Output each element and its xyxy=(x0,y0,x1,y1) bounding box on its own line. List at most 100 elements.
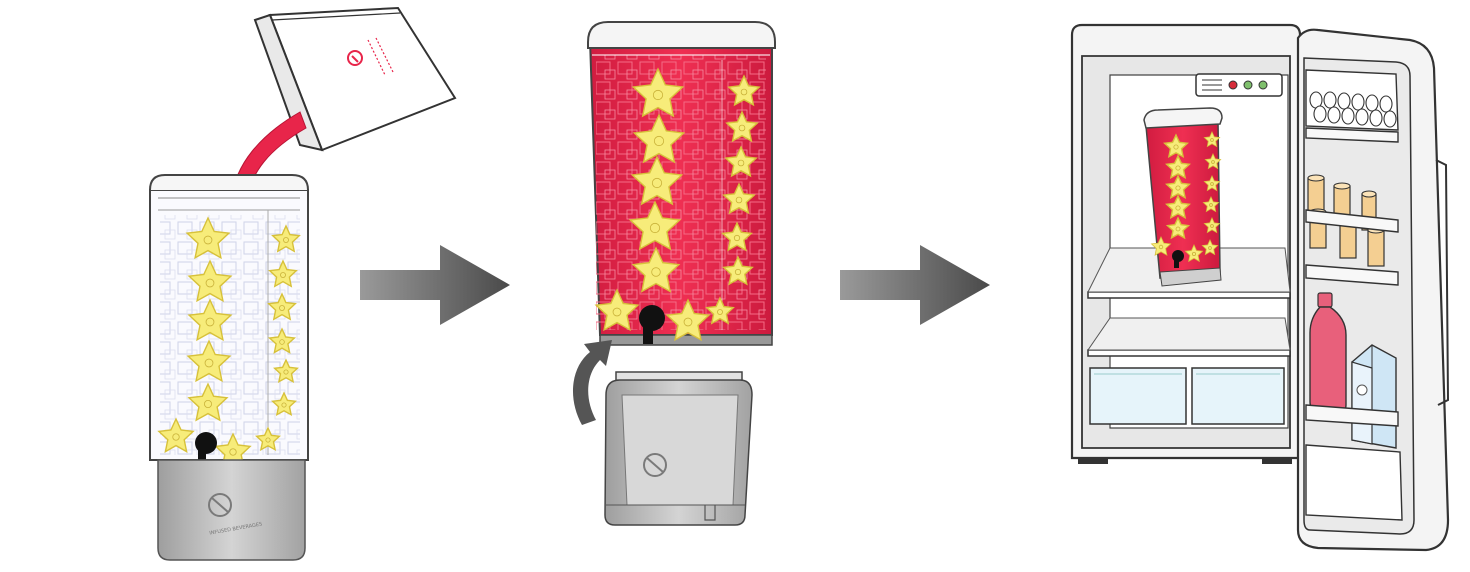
base-stand-icon: INFUSED BEVERAGES xyxy=(157,459,306,561)
star-fruit-slice xyxy=(721,221,753,252)
star-fruit-slice xyxy=(632,113,686,164)
star-fruit-seed xyxy=(283,369,289,375)
star-fruit-slice xyxy=(186,339,232,383)
egg xyxy=(1355,108,1369,126)
star-fruit-slice xyxy=(724,145,758,178)
egg xyxy=(1383,110,1397,128)
star-fruit-icon xyxy=(157,216,301,468)
egg xyxy=(1369,109,1383,127)
star-fruit-slice xyxy=(631,67,685,118)
egg-tray-icon xyxy=(1305,69,1399,143)
can-top xyxy=(1333,182,1351,190)
star-fruit-slice xyxy=(1184,244,1204,263)
spigot-icon xyxy=(195,432,217,465)
bottle-icon xyxy=(1309,292,1347,413)
star-fruit-seed xyxy=(203,399,212,408)
star-fruit-slice xyxy=(271,224,301,253)
star-fruit-seed xyxy=(653,135,665,147)
refrigerator-icon xyxy=(1070,23,1450,552)
star-fruit-seed xyxy=(651,177,663,189)
star-fruit-slice xyxy=(1165,216,1191,240)
star-fruit-seed xyxy=(740,88,748,96)
star-fruit-slice xyxy=(630,155,684,206)
star-fruit-seed xyxy=(203,235,213,245)
cq-logo-icon xyxy=(347,50,363,66)
star-fruit-seed xyxy=(205,317,215,327)
star-fruit-slice xyxy=(1165,174,1191,200)
egg xyxy=(1323,91,1337,109)
star-fruit-slice xyxy=(267,292,297,321)
star-fruit-seed xyxy=(738,124,746,132)
star-fruit-slice xyxy=(1163,133,1189,159)
star-fruit-seed xyxy=(229,448,237,456)
star-fruit-seed xyxy=(737,159,745,167)
star-fruit-slice xyxy=(594,288,640,332)
star-fruit-slice xyxy=(267,327,297,354)
pitcher-icon xyxy=(253,6,457,152)
base-stand-icon xyxy=(604,371,753,526)
star-fruit-slice xyxy=(187,298,233,342)
star-fruit-seed xyxy=(649,222,661,234)
egg xyxy=(1341,107,1355,125)
star-fruit-seed xyxy=(1211,160,1215,164)
star-fruit-seed xyxy=(1175,205,1181,211)
egg xyxy=(1327,106,1341,124)
star-fruit-slice xyxy=(665,298,711,342)
star-fruit-seed xyxy=(734,268,742,276)
milk-carton-icon xyxy=(1351,344,1397,449)
star-fruit-seed xyxy=(1191,251,1197,257)
star-fruit-icon xyxy=(594,67,761,342)
star-fruit-icon xyxy=(1150,131,1222,263)
star-fruit-seed xyxy=(1209,203,1213,207)
star-fruit-slice xyxy=(705,296,735,325)
star-fruit-slice xyxy=(187,259,233,303)
star-fruit-seed xyxy=(283,237,289,243)
star-fruit-seed xyxy=(1175,226,1181,232)
star-fruit-slice xyxy=(1203,217,1221,234)
star-fruit-slice xyxy=(255,426,281,452)
star-fruit-slice xyxy=(187,382,229,422)
star-fruit-slice xyxy=(1165,194,1191,220)
star-fruit-seed xyxy=(265,437,271,443)
star-fruit-slice xyxy=(722,255,754,286)
star-fruit-seed xyxy=(1158,244,1164,250)
star-fruit-seed xyxy=(1210,224,1214,228)
dispenser-icon xyxy=(149,174,309,461)
star-fruit-slice xyxy=(1204,153,1222,170)
arrow-right-icon xyxy=(840,245,990,325)
star-fruit-slice xyxy=(628,200,682,251)
star-fruit-slice xyxy=(1203,175,1221,192)
star-fruit-slice xyxy=(1150,236,1172,256)
star-fruit-slice xyxy=(725,110,759,143)
star-fruit-slice xyxy=(268,259,298,288)
star-fruit-seed xyxy=(279,339,285,345)
star-fruit-slice xyxy=(631,246,681,293)
star-fruit-slice xyxy=(1203,131,1221,148)
star-fruit-seed xyxy=(1210,138,1214,142)
star-fruit-seed xyxy=(1175,185,1181,191)
egg xyxy=(1365,94,1379,112)
star-fruit-seed xyxy=(735,196,743,204)
star-fruit-seed xyxy=(651,267,661,277)
star-fruit-seed xyxy=(612,307,622,317)
step-refrigerate xyxy=(1070,23,1450,552)
can-top xyxy=(1307,174,1325,182)
spigot-icon xyxy=(639,305,665,344)
step-lift-off-base xyxy=(572,21,776,526)
step-pour-mix: INFUSED BEVERAGES xyxy=(149,6,457,561)
star-fruit-seed xyxy=(1175,165,1181,171)
star-fruit-seed xyxy=(1208,246,1212,250)
star-fruit-seed xyxy=(205,278,215,288)
curved-arrow-up-icon xyxy=(572,340,612,425)
star-fruit-seed xyxy=(281,402,287,408)
star-fruit-seed xyxy=(733,234,741,242)
star-fruit-seed xyxy=(204,358,214,368)
star-fruit-slice xyxy=(1201,239,1219,256)
star-fruit-slice xyxy=(271,391,297,417)
star-fruit-seed xyxy=(279,305,285,311)
star-fruit-seed xyxy=(1210,182,1214,186)
star-fruit-seed xyxy=(280,272,286,278)
star-fruit-seed xyxy=(683,317,693,327)
egg xyxy=(1379,95,1393,113)
